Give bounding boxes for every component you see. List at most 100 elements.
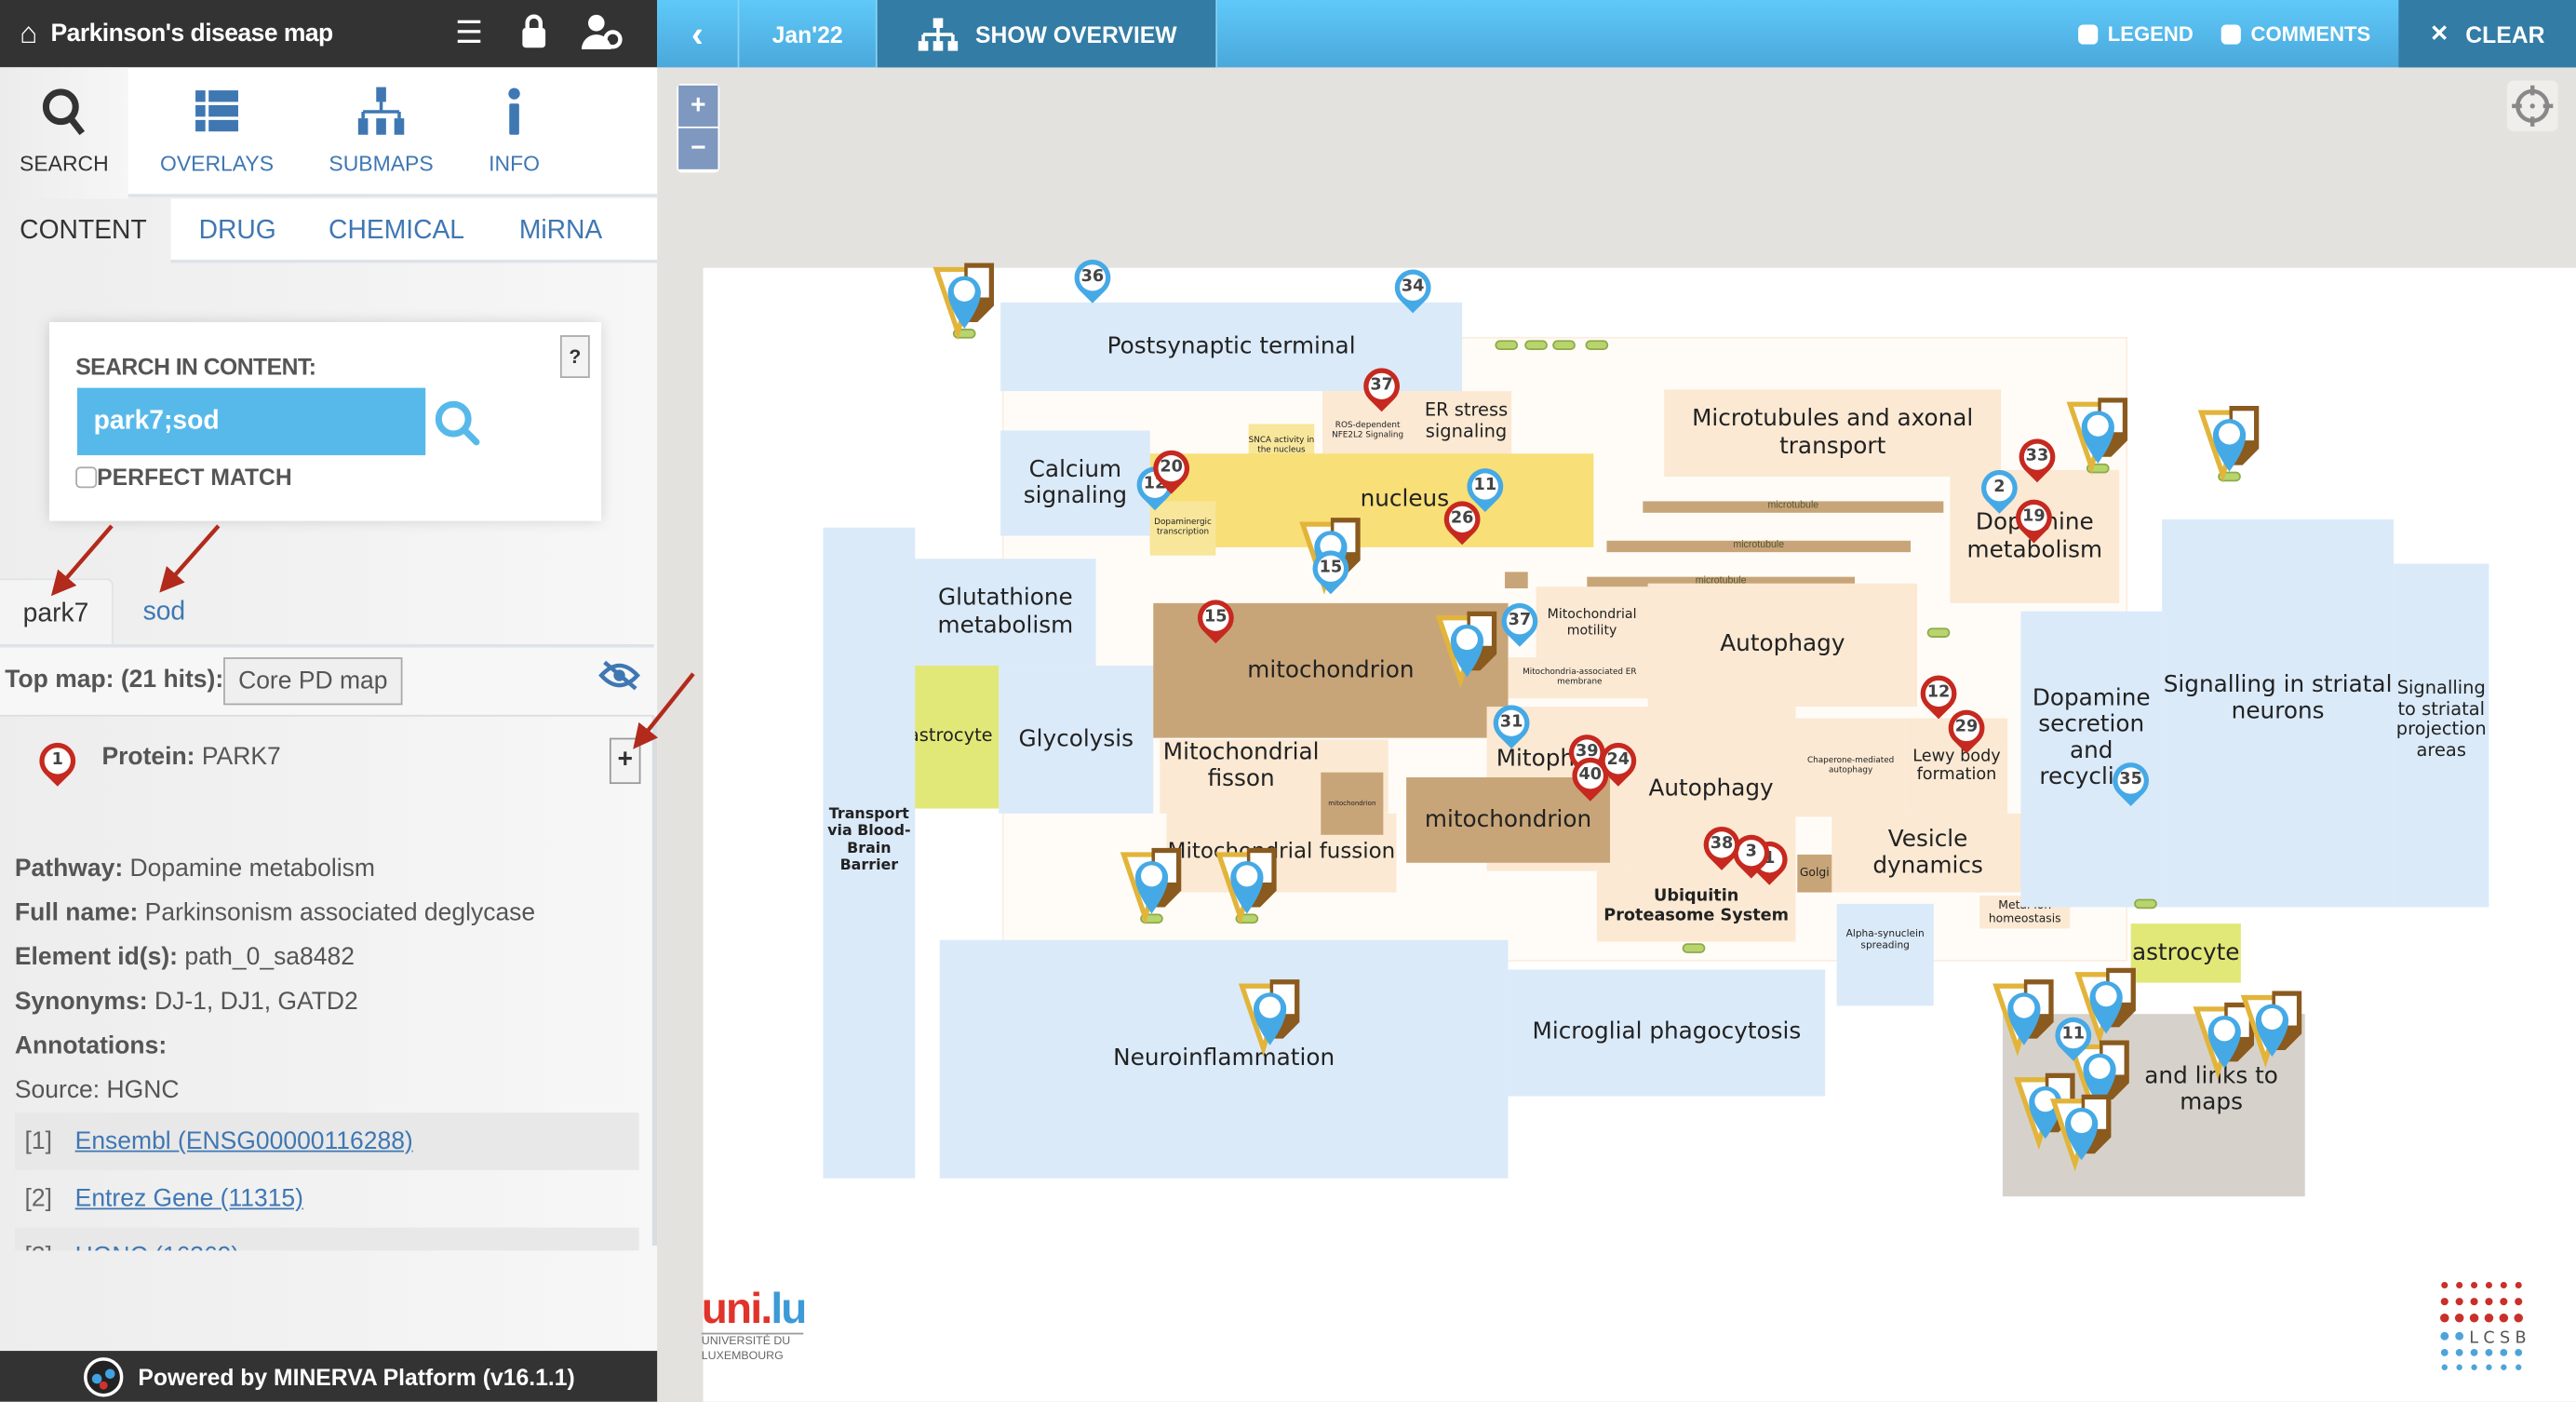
map-marker-red[interactable]: 37 <box>1363 368 1400 404</box>
map-marker-red[interactable]: 3 <box>1733 835 1769 871</box>
tab-overlays[interactable]: OVERLAYS <box>148 67 286 195</box>
compartment-da-secretion[interactable]: Dopamine secretion and recycling <box>2020 611 2163 908</box>
hamburger-icon[interactable]: ☰ <box>454 16 484 51</box>
perfect-match-checkbox[interactable]: PERFECT MATCH <box>75 464 292 490</box>
map-marker-blue[interactable]: 11 <box>2055 1018 2091 1054</box>
zoom-out-button[interactable]: − <box>678 128 718 169</box>
submap-icon[interactable] <box>932 260 998 342</box>
compartment-glycolysis[interactable]: Glycolysis <box>999 665 1154 814</box>
list-icon <box>195 90 238 132</box>
compartment-glutathione[interactable]: Glutathione metabolism <box>915 559 1096 666</box>
map-marker-red[interactable]: 12 <box>1921 676 1957 712</box>
submap-icon[interactable] <box>2048 1091 2114 1173</box>
compartment-astrocyte-2[interactable]: astrocyte <box>2130 923 2241 983</box>
result-tab-park7[interactable]: park7 <box>0 578 114 646</box>
clear-button[interactable]: ✕CLEAR <box>2398 0 2576 68</box>
map-marker-blue[interactable]: 2 <box>1981 470 2018 506</box>
minerva-logo-icon <box>84 1356 124 1396</box>
map-marker-red[interactable]: 24 <box>1600 743 1636 779</box>
compartment-autophagy-upper[interactable]: Autophagy <box>1647 583 1918 708</box>
home-icon[interactable]: ⌂ <box>20 16 38 49</box>
center-map-button[interactable] <box>2506 80 2558 132</box>
sitemap-icon <box>357 87 405 135</box>
submap-icon[interactable] <box>1119 844 1185 926</box>
comments-checkbox[interactable]: COMMENTS <box>2209 0 2381 67</box>
compartment-mito-small[interactable]: mitochondrion <box>1321 772 1384 835</box>
search-input[interactable]: park7;sod <box>76 387 426 455</box>
eye-slash-icon[interactable] <box>598 659 641 692</box>
subtab-drug[interactable]: DRUG <box>198 217 276 246</box>
map-marker-red[interactable]: 15 <box>1198 600 1234 636</box>
tab-info[interactable]: INFO <box>476 67 552 195</box>
compartment-microtubules[interactable]: Microtubules and axonal transport <box>1664 389 2002 477</box>
compartment-mam[interactable]: Mitochondria-associated ER membrane <box>1508 657 1652 699</box>
compartment-striatal-projection[interactable]: Signalling to striatal projection areas <box>2394 563 2489 908</box>
date-button[interactable]: Jan'22 <box>739 0 878 68</box>
subtab-mirna[interactable]: MiRNA <box>518 217 603 246</box>
map-marker-blue[interactable]: 37 <box>1501 603 1537 640</box>
help-button[interactable]: ? <box>559 335 590 379</box>
compartment-bbb[interactable]: Transport via Blood-Brain Barrier <box>823 527 916 1179</box>
compartment-striatal[interactable]: Signalling in striatal neurons <box>2162 519 2395 908</box>
lock-icon[interactable] <box>519 13 549 59</box>
compartment-vesicle[interactable]: Vesicle dynamics <box>1831 813 2024 893</box>
compartment-dopaminergic-transcription[interactable]: Dopaminergic transcription <box>1149 501 1216 556</box>
result-title[interactable]: Protein: PARK7 <box>101 743 280 771</box>
detail-element-id: Element id(s): path_0_sa8482 <box>14 943 355 972</box>
map-marker-red[interactable]: 38 <box>1704 827 1740 863</box>
subtab-content[interactable]: CONTENT <box>20 217 147 246</box>
tab-search[interactable]: SEARCH <box>0 67 128 199</box>
map-marker-red[interactable]: 19 <box>2016 500 2052 536</box>
user-gear-icon[interactable] <box>581 13 624 62</box>
tab-submaps[interactable]: SUBMAPS <box>312 67 449 195</box>
type-label: Protein: <box>101 742 195 771</box>
map-marker-red[interactable]: 29 <box>1949 710 1985 747</box>
map-marker-blue[interactable]: 34 <box>1395 270 1431 306</box>
zoom-in-button[interactable]: + <box>678 85 718 127</box>
submap-icon[interactable] <box>2239 988 2305 1070</box>
compartment-astrocyte[interactable]: astrocyte <box>902 665 1000 809</box>
map-marker-red[interactable]: 20 <box>1153 451 1189 487</box>
ensembl-link[interactable]: Ensembl (ENSG00000116288) <box>74 1127 413 1156</box>
result-tab-sod[interactable]: sod <box>142 598 186 627</box>
scrollbar[interactable] <box>651 716 658 1247</box>
microtubule-bar: microtubule <box>1643 501 1944 513</box>
map-marker-red[interactable]: 26 <box>1444 501 1481 537</box>
compartment-er-stress[interactable]: ER stress signaling <box>1322 391 1512 454</box>
compartment-golgi[interactable]: Golgi <box>1797 854 1832 893</box>
subtab-chemical[interactable]: CHEMICAL <box>329 217 465 246</box>
app-title[interactable]: Parkinson's disease map <box>50 20 334 48</box>
compartment-microglial[interactable]: Microglial phagocytosis <box>1508 969 1826 1097</box>
show-overview-button[interactable]: SHOW OVERVIEW <box>877 0 1218 68</box>
expand-plus-button[interactable]: + <box>609 737 641 785</box>
map-marker-blue[interactable]: 11 <box>1467 468 1503 505</box>
map-marker-blue[interactable]: 31 <box>1494 705 1530 741</box>
compartment-mito-motility[interactable]: Mitochondrial motility <box>1536 586 1648 658</box>
submap-icon[interactable] <box>2065 395 2131 477</box>
entrez-link[interactable]: Entrez Gene (11315) <box>74 1184 304 1213</box>
core-pd-map-button[interactable]: Core PD map <box>223 657 403 706</box>
compartment-asyn[interactable]: Alpha-synuclein spreading <box>1836 903 1934 1006</box>
compartment-nucleus[interactable]: nucleus <box>1149 453 1594 547</box>
map-marker-blue[interactable]: 36 <box>1075 260 1111 296</box>
chevron-left-icon[interactable]: ‹ <box>657 0 740 68</box>
submap-icon[interactable] <box>1214 844 1281 926</box>
compartment-fussion[interactable]: Mitochondrial fussion <box>1166 813 1397 893</box>
submap-icon[interactable] <box>1434 608 1500 690</box>
map-marker-blue[interactable]: 35 <box>2113 762 2149 799</box>
search-icon[interactable] <box>432 398 484 450</box>
map-marker-blue[interactable]: 15 <box>1312 550 1348 586</box>
map-marker-red[interactable]: 40 <box>1572 758 1608 794</box>
submap-icon[interactable] <box>1992 977 2058 1058</box>
compartment-calcium[interactable]: Calcium signaling <box>1000 430 1150 536</box>
compartment-ros[interactable]: ROS-dependent NFE2L2 Signaling <box>1332 421 1404 441</box>
compartment-chaperone[interactable]: Chaperone-mediated autophagy <box>1795 718 1906 817</box>
compartment-ups[interactable]: Ubiquitin Proteasome System <box>1596 870 1796 942</box>
legend-checkbox[interactable]: LEGEND <box>2070 0 2201 67</box>
compartment-neuroinflammation[interactable]: Neuroinflammation <box>939 939 1509 1179</box>
hgnc-link[interactable]: HGNC (16369) <box>75 1243 240 1251</box>
submap-icon[interactable] <box>1237 977 1303 1058</box>
submap-icon[interactable] <box>2196 403 2262 485</box>
map-marker-red[interactable]: 33 <box>2019 438 2056 475</box>
detail-full-name: Full name: Parkinsonism associated degly… <box>14 898 536 927</box>
